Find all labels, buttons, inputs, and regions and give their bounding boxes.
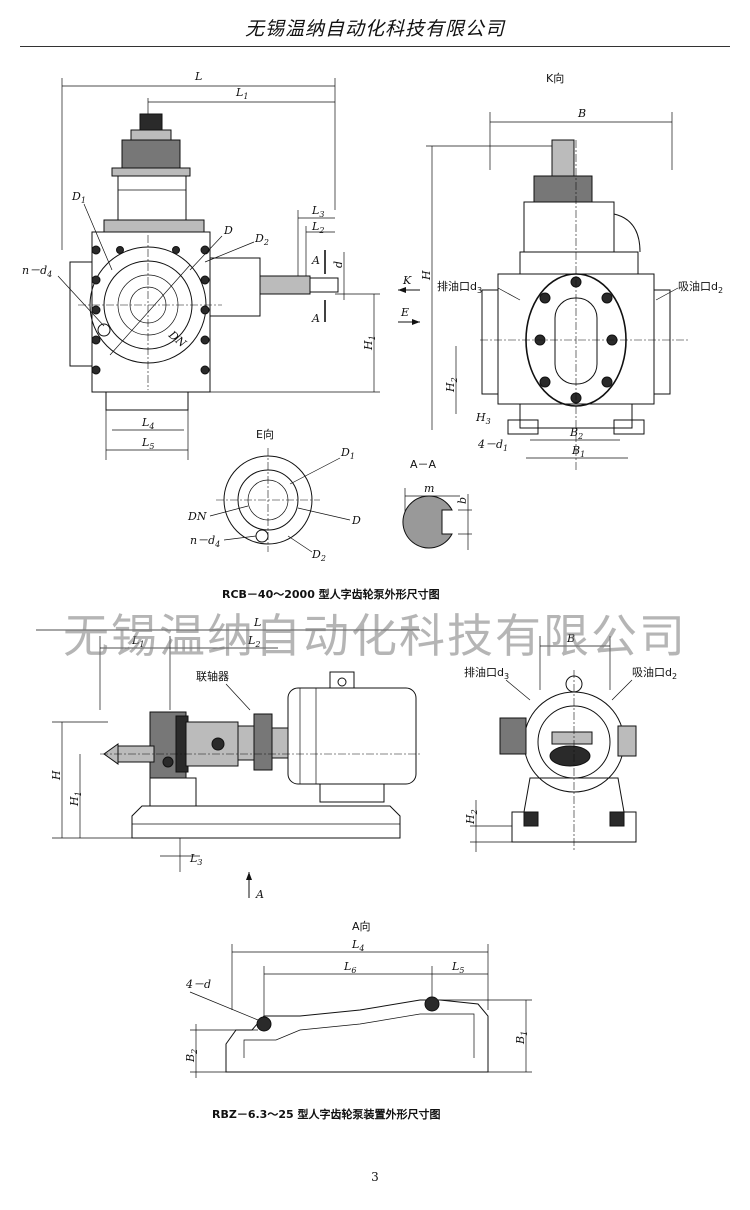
fig2-view-arrow-A: A bbox=[255, 888, 264, 901]
fig1-label-DN: DN bbox=[165, 328, 189, 351]
fig1-dim-L2: L2 bbox=[311, 220, 324, 235]
fig1-label-A-top: A bbox=[311, 254, 320, 267]
fig1-label-D: D bbox=[223, 224, 233, 237]
fig2-side-dim-H2: H2 bbox=[464, 809, 479, 825]
fig1-dim-L4: L4 bbox=[141, 416, 154, 431]
company-watermark: 无锡温纳自动化科技有限公司 bbox=[63, 609, 687, 663]
section-aa-b: b bbox=[456, 497, 469, 504]
fig2-side-dim-B: B bbox=[566, 632, 575, 645]
figure2-caption: RBZ－6.3～25 型人字齿轮泵装置外形尺寸图 bbox=[212, 1107, 440, 1121]
fig2-side-suction: 吸油口d2 bbox=[632, 665, 677, 681]
fig1-label-d: d bbox=[332, 261, 345, 268]
a-view-dim-L5: L5 bbox=[451, 960, 464, 975]
page-header: 无锡温纳自动化科技有限公司 bbox=[0, 0, 750, 48]
company-name: 无锡温纳自动化科技有限公司 bbox=[244, 18, 505, 40]
fig1-dim-L1: L1 bbox=[235, 86, 248, 101]
e-view-label-D2: D2 bbox=[311, 548, 326, 563]
fig1-label-E: E bbox=[400, 306, 409, 319]
fig1-label-D1: D1 bbox=[71, 190, 86, 205]
fig1-label-A-bottom: A bbox=[311, 312, 320, 325]
fig1-front-view: L L1 bbox=[22, 70, 420, 460]
a-view-dim-L6: L6 bbox=[343, 960, 356, 975]
k-view-dim-H: H bbox=[420, 270, 433, 281]
fig2-coupling-label: 联轴器 bbox=[196, 669, 229, 683]
fig1-e-view: E向 D1 DN D n－d4 D2 bbox=[187, 427, 361, 563]
fig1-label-nd4: n－d4 bbox=[22, 264, 52, 279]
e-view-title: E向 bbox=[256, 427, 274, 441]
k-view-bolt-holes: 4－d1 bbox=[477, 438, 508, 453]
e-view-label-D1: D1 bbox=[340, 446, 355, 461]
a-view-bolt-holes: 4－d bbox=[185, 978, 211, 991]
section-aa-m: m bbox=[424, 482, 434, 495]
header-rule bbox=[20, 46, 730, 47]
a-view-title: A向 bbox=[352, 919, 371, 933]
a-view-dim-B1: B1 bbox=[514, 1031, 529, 1045]
fig1-k-view: K向 B H 排油口d3 吸油口d2 H2 H3 4－d1 bbox=[420, 71, 723, 470]
section-aa-title: A－A bbox=[410, 458, 437, 471]
k-view-dim-B2: B2 bbox=[569, 426, 583, 441]
k-view-discharge-port: 排油口d3 bbox=[437, 279, 482, 295]
k-view-title: K向 bbox=[546, 71, 564, 85]
fig1-dim-H1: H1 bbox=[362, 335, 377, 351]
k-view-dim-B1: B1 bbox=[571, 444, 585, 459]
fig1-dim-L5: L5 bbox=[141, 436, 154, 451]
a-view-dim-L4: L4 bbox=[351, 938, 364, 953]
k-view-dim-H3: H3 bbox=[475, 411, 491, 426]
figure1-caption: RCB－40～2000 型人字齿轮泵外形尺寸图 bbox=[222, 587, 440, 601]
e-view-label-nd4: n－d4 bbox=[190, 534, 220, 549]
fig2-main-view: L L1 L2 联轴器 H bbox=[36, 616, 420, 901]
fig2-dim-L2: L2 bbox=[247, 634, 260, 649]
k-view-dim-B: B bbox=[577, 107, 586, 120]
fig2-dim-L1: L1 bbox=[131, 634, 144, 649]
a-view-dim-B2: B2 bbox=[184, 1049, 199, 1063]
fig2-dim-H: H bbox=[50, 770, 63, 781]
fig2-side-view: B 排油口d3 吸油口d2 H2 bbox=[464, 632, 677, 852]
fig2-dim-L3: L3 bbox=[189, 852, 202, 867]
fig1-label-D2: D2 bbox=[254, 232, 269, 247]
e-view-label-D: D bbox=[351, 514, 361, 527]
fig1-dim-L3: L3 bbox=[311, 204, 324, 219]
e-view-label-DN: DN bbox=[187, 510, 207, 523]
fig2-dim-L: L bbox=[253, 616, 261, 629]
k-view-dim-H2: H2 bbox=[444, 377, 459, 393]
fig1-dim-L: L bbox=[194, 70, 202, 83]
page-number: 3 bbox=[371, 1170, 379, 1184]
fig2-a-view: A向 L4 L6 L5 4－d B2 B1 bbox=[184, 919, 532, 1078]
fig2-side-discharge: 排油口d3 bbox=[464, 665, 509, 681]
fig1-label-K: K bbox=[402, 274, 412, 287]
fig2-dim-H1: H1 bbox=[68, 791, 83, 807]
fig1-section-aa: A－A m b bbox=[402, 458, 472, 550]
k-view-suction-port: 吸油口d2 bbox=[678, 279, 723, 295]
